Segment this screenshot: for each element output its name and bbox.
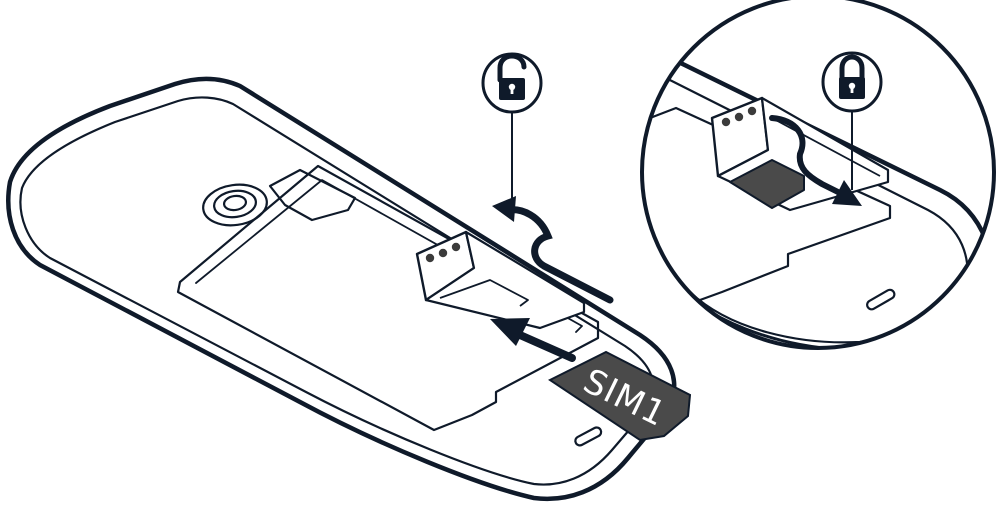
inset-charging-port — [866, 288, 896, 311]
inset-sim-card — [729, 159, 805, 209]
charging-port — [574, 426, 603, 447]
camera-lens-outer — [202, 183, 268, 227]
phone-back — [6, 76, 677, 501]
sim-holder — [415, 230, 586, 330]
unlock-arrow-curve — [504, 206, 614, 304]
sim-holder-frame — [424, 230, 586, 330]
inset-slot-groove — [771, 117, 881, 177]
inset-sim-contact-3 — [747, 106, 757, 116]
inset-lock-arrow — [769, 115, 862, 206]
sim-card-body — [548, 350, 692, 442]
insert-arrowhead — [490, 318, 530, 346]
phone-inner-rim — [19, 96, 655, 486]
sim-slot-groove — [439, 279, 529, 307]
camera-lens-middle — [213, 189, 257, 219]
inset-lock-arrowhead — [832, 180, 862, 206]
phone-outer-shell — [6, 76, 677, 501]
sim-contact-1 — [425, 253, 435, 263]
lock-closed-icon — [839, 54, 865, 99]
battery-tab — [268, 168, 357, 222]
sim-contact-3 — [451, 242, 461, 252]
inset-circle-border — [640, 0, 996, 350]
insert-arrow — [490, 318, 576, 362]
lock-open-icon — [497, 53, 527, 100]
sim-contact-2 — [438, 248, 448, 258]
main-lock-callout — [481, 52, 543, 200]
unlock-direction-arrow — [492, 196, 614, 304]
unlock-arrowhead — [492, 196, 516, 222]
camera-lens-inner — [222, 194, 248, 212]
inset-sim-contact-1 — [721, 117, 731, 127]
inset-lock-callout — [821, 51, 883, 190]
inset-sim-contact-2 — [734, 112, 744, 122]
